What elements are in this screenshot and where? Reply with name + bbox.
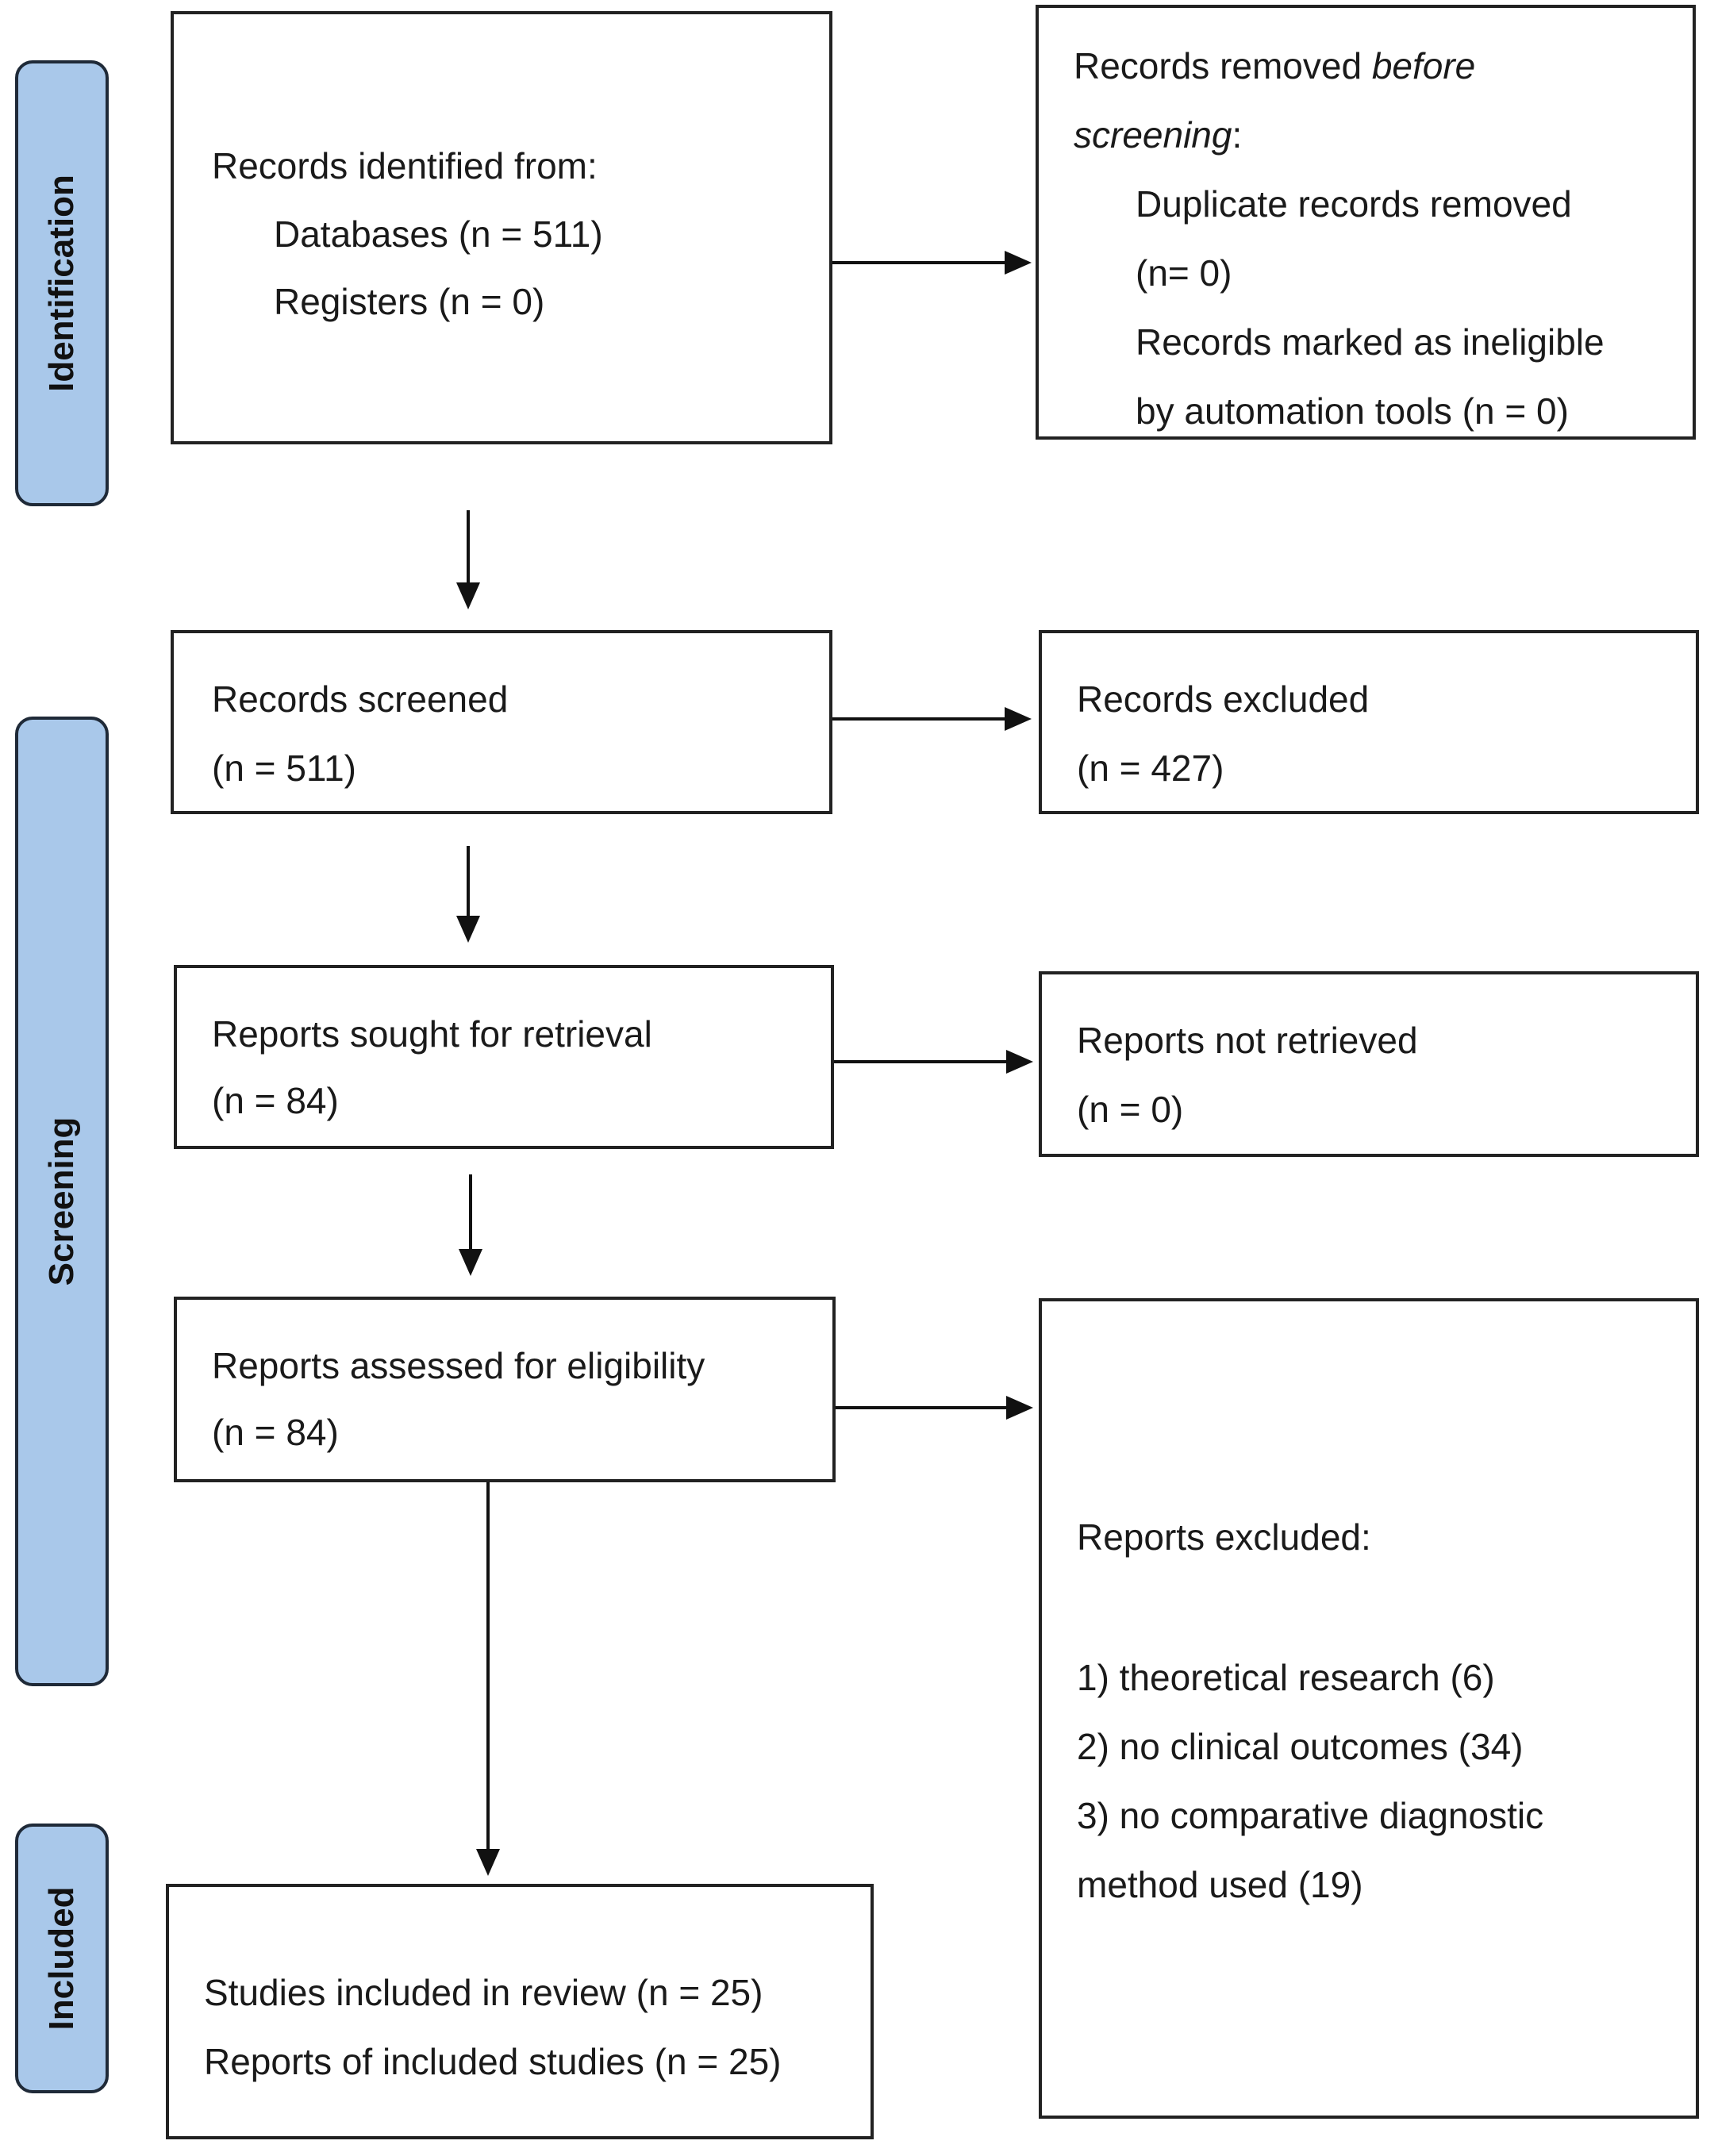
records-excluded-count: (n = 427) — [1077, 747, 1224, 789]
reports-not-retrieved-box: Reports not retrieved (n = 0) — [1039, 971, 1699, 1157]
records-excluded-box: Records excluded (n = 427) — [1039, 630, 1699, 814]
exclusion-reason: 2) no clinical outcomes (34) — [1077, 1726, 1524, 1767]
reports-not-retrieved-count: (n = 0) — [1077, 1089, 1184, 1130]
databases-count: Databases (n = 511) — [274, 213, 603, 255]
arrow-assessed-to-reports-excluded — [836, 1396, 1033, 1420]
studies-included: Studies included in review (n = 25) — [204, 1972, 763, 2013]
reports-assessed-box: Reports assessed for eligibility (n = 84… — [174, 1297, 836, 1482]
records-removed-box: Records removed before screening: Duplic… — [1036, 5, 1696, 440]
phase-identification: Identification — [15, 60, 109, 506]
duplicates-label: Duplicate records removed — [1136, 183, 1572, 225]
arrow-identified-to-removed — [832, 251, 1032, 275]
included-studies-box: Studies included in review (n = 25) Repo… — [166, 1884, 874, 2139]
exclusion-reason: method used (19) — [1077, 1864, 1363, 1905]
reports-excluded-title: Reports excluded: — [1077, 1516, 1371, 1558]
phase-included: Included — [15, 1824, 109, 2093]
exclusion-reason: 3) no comparative diagnostic — [1077, 1795, 1544, 1836]
reports-assessed-title: Reports assessed for eligibility — [212, 1345, 705, 1386]
duplicates-count: (n= 0) — [1136, 252, 1232, 294]
arrow-sought-to-assessed — [459, 1174, 482, 1276]
ineligible-label: Records marked as ineligible — [1136, 321, 1605, 363]
arrow-sought-to-not-retrieved — [834, 1050, 1033, 1074]
ineligible-detail: by automation tools (n = 0) — [1136, 390, 1569, 432]
reports-assessed-count: (n = 84) — [212, 1412, 339, 1453]
reports-not-retrieved-title: Reports not retrieved — [1077, 1020, 1418, 1061]
records-identified-title: Records identified from: — [212, 145, 598, 186]
arrow-screened-to-sought — [456, 846, 480, 943]
arrow-screened-to-excluded — [832, 707, 1032, 731]
reports-included: Reports of included studies (n = 25) — [204, 2041, 782, 2082]
records-removed-title-cont: screening: — [1074, 114, 1243, 156]
records-screened-count: (n = 511) — [212, 747, 356, 789]
records-screened-box: Records screened (n = 511) — [171, 630, 832, 814]
records-excluded-title: Records excluded — [1077, 678, 1370, 720]
exclusion-reason: 1) theoretical research (6) — [1077, 1657, 1495, 1698]
registers-count: Registers (n = 0) — [274, 281, 545, 322]
reports-excluded-box: Reports excluded: 1) theoretical researc… — [1039, 1298, 1699, 2119]
records-removed-title: Records removed before — [1074, 45, 1476, 86]
phase-screening: Screening — [15, 717, 109, 1686]
records-screened-title: Records screened — [212, 678, 509, 720]
reports-sought-count: (n = 84) — [212, 1080, 339, 1121]
arrow-assessed-to-included — [476, 1482, 500, 1876]
arrow-identified-to-screened — [456, 510, 480, 609]
reports-sought-title: Reports sought for retrieval — [212, 1013, 652, 1055]
reports-sought-box: Reports sought for retrieval (n = 84) — [174, 965, 834, 1149]
records-identified-box: Records identified from: Databases (n = … — [171, 11, 832, 444]
